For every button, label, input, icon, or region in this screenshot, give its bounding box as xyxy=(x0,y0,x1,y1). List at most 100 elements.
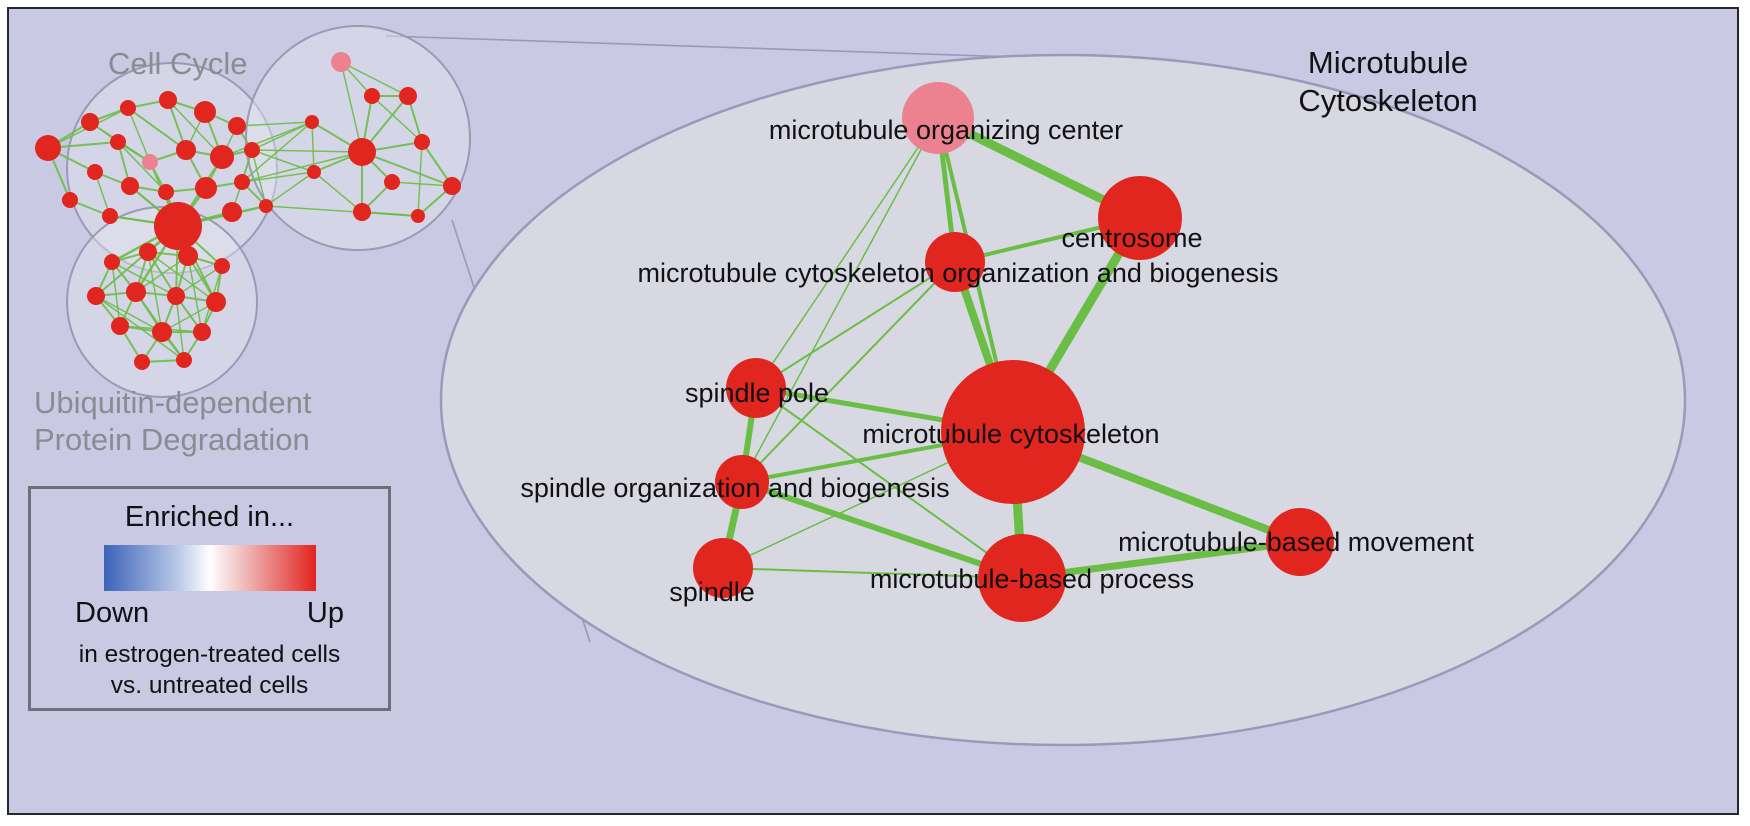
zoom-nodes-group xyxy=(693,82,1334,622)
overview-node-17 xyxy=(102,208,118,224)
zoom-node-6 xyxy=(1266,508,1334,576)
overview-edge xyxy=(251,149,363,153)
overview-edge xyxy=(313,171,363,213)
overview-node-15 xyxy=(234,174,250,190)
zoom-node-1 xyxy=(1098,176,1182,260)
overview-edge xyxy=(265,205,419,217)
legend-caption: in estrogen-treated cells vs. untreated … xyxy=(31,639,388,701)
overview-node-26 xyxy=(414,134,430,150)
zoom-node-8 xyxy=(693,538,753,598)
overview-node-22 xyxy=(364,88,380,104)
zoom-node-2 xyxy=(925,232,985,292)
overview-node-12 xyxy=(121,177,139,195)
overview-node-14 xyxy=(195,177,217,199)
overview-edge xyxy=(95,295,163,333)
overview-node-8 xyxy=(176,140,196,160)
overview-node-25 xyxy=(348,138,376,166)
cluster-circle-cell-cycle xyxy=(66,62,278,274)
overview-node-1 xyxy=(81,113,99,131)
overview-edge xyxy=(127,107,151,163)
overview-edge xyxy=(175,295,185,361)
cluster-label-microtubule-cytoskeleton: Microtubule Cytoskeleton xyxy=(1283,44,1493,120)
legend-title: Enriched in... xyxy=(124,501,295,533)
overview-edge xyxy=(340,61,363,153)
zoom-edge xyxy=(755,261,956,389)
overview-edge xyxy=(241,121,313,183)
overview-edge xyxy=(241,151,363,183)
cluster-label-ubiquitin-line2: Protein Degradation xyxy=(34,422,310,457)
overview-node-7 xyxy=(142,154,158,170)
zoom-node-label-1: centrosome xyxy=(1061,223,1202,253)
overview-node-43 xyxy=(134,354,150,370)
overview-node-5 xyxy=(228,117,246,135)
zoom-edge xyxy=(1018,538,1304,582)
zoom-edge xyxy=(739,479,1025,581)
overview-node-30 xyxy=(353,203,371,221)
overview-edge xyxy=(147,251,163,333)
zoom-node-label-7: microtubule-based process xyxy=(870,564,1194,594)
overview-node-3 xyxy=(159,91,177,109)
legend-box: Enriched in... Down Up in estrogen-treat… xyxy=(28,486,391,711)
overview-edge xyxy=(135,255,189,293)
overview-node-13 xyxy=(158,184,174,200)
overview-edge xyxy=(175,265,223,297)
zoom-node-label-0: microtubule organizing center xyxy=(769,115,1123,145)
overview-edge xyxy=(187,255,203,333)
overview-edge xyxy=(161,301,217,333)
overview-node-28 xyxy=(384,174,400,190)
overview-edge xyxy=(265,171,315,207)
overview-node-31 xyxy=(411,209,425,223)
overview-node-11 xyxy=(87,164,103,180)
overview-node-24 xyxy=(305,115,319,129)
overview-node-21 xyxy=(331,52,351,72)
legend-gradient-bar xyxy=(103,545,316,591)
overview-edge xyxy=(167,99,223,158)
overview-edge xyxy=(236,121,313,127)
overview-node-33 xyxy=(139,243,157,261)
overview-edge xyxy=(371,95,423,143)
overview-edge xyxy=(127,107,187,151)
zoom-node-label-5: spindle organization and biogenesis xyxy=(520,473,949,503)
overview-node-4 xyxy=(194,101,216,123)
zoom-node-label-3: spindle pole xyxy=(685,378,829,408)
overview-node-39 xyxy=(206,292,226,312)
overview-node-41 xyxy=(152,322,172,342)
zoom-node-0 xyxy=(902,82,974,154)
overview-node-0 xyxy=(35,135,61,161)
overview-nodes-group xyxy=(35,52,461,370)
cluster-label-cell-cycle: Cell Cycle xyxy=(108,46,248,81)
zoom-edge xyxy=(722,567,1023,579)
overview-node-36 xyxy=(87,287,105,305)
cluster-label-microtubule-line2: Cytoskeleton xyxy=(1298,83,1478,118)
overview-node-16 xyxy=(62,192,78,208)
overview-node-32 xyxy=(104,254,120,270)
overview-node-6 xyxy=(110,134,126,150)
overview-node-44 xyxy=(176,352,192,368)
zoom-node-label-6: microtubule-based movement xyxy=(1118,527,1474,557)
overview-edge xyxy=(340,61,409,97)
zoom-node-7 xyxy=(978,534,1066,622)
legend-up-label: Up xyxy=(306,597,344,629)
overview-node-29 xyxy=(307,165,321,179)
overview-node-19 xyxy=(222,202,242,222)
overview-edge xyxy=(391,181,453,187)
zoom-edge xyxy=(741,117,939,483)
cluster-label-microtubule-line1: Microtubule xyxy=(1307,45,1469,80)
zoom-node-5 xyxy=(715,455,769,509)
zoom-node-3 xyxy=(726,358,786,418)
overview-edge xyxy=(417,141,423,217)
zoom-edge xyxy=(741,261,956,483)
overview-node-18 xyxy=(154,202,202,250)
zoom-node-label-8: spindle xyxy=(669,577,755,607)
overview-node-27 xyxy=(443,177,461,195)
overview-node-42 xyxy=(193,323,211,341)
overview-node-20 xyxy=(259,199,273,213)
overview-node-38 xyxy=(167,287,185,305)
overview-node-9 xyxy=(210,145,234,169)
zoom-connector-line xyxy=(385,35,1046,59)
legend-caption-line1: in estrogen-treated cells xyxy=(78,641,341,668)
overview-node-37 xyxy=(126,282,146,302)
overview-edge xyxy=(111,261,121,327)
overview-edge xyxy=(221,121,313,158)
